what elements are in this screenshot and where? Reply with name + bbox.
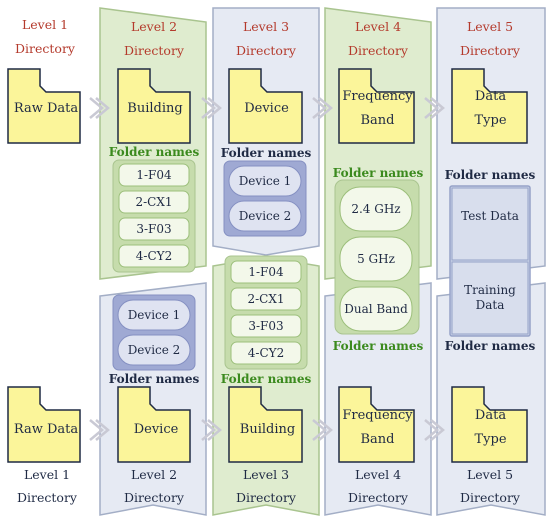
chevron-right-icon [89,97,110,119]
folder-label: Frequency [342,89,413,104]
level-title: Level 2 [130,19,178,34]
chevron-right-icon [312,97,333,119]
device-item-label: Device 1 [238,174,292,188]
level-subtitle: Directory [124,43,184,58]
folder-icon [7,68,81,144]
building-item-box [118,163,190,187]
building-item-box [118,217,190,241]
folder-icon [228,68,303,144]
level-title: Level 3 [242,467,290,482]
chevron-right-icon [424,419,445,441]
device-item-label: Device 1 [127,308,181,322]
folder-names-caption: Folder names [220,146,312,160]
chevron-right-icon [201,97,222,119]
building-item-label: 4-CY2 [247,346,285,360]
level-title: Level 1 [23,467,71,482]
level-subtitle: Directory [460,43,520,58]
building-item-box [118,190,190,214]
folder-label: Data [474,408,507,423]
building-item-label: 2-CX1 [247,292,285,306]
level-title: Level 4 [354,19,402,34]
chevron-right-icon [424,97,445,119]
level-title: Level 2 [130,467,178,482]
folder-icon [451,68,528,144]
folder-icon [338,68,415,144]
device-item-label: Device 2 [238,209,292,223]
level-subtitle: Directory [124,490,184,505]
device-item-pill [228,165,302,197]
folder-icon [7,386,81,463]
folder-names-caption: Folder names [108,145,200,159]
device-item-pill [228,200,302,232]
device-item-label: Device 2 [127,343,181,357]
building-item-label: 4-CY2 [135,249,173,263]
band-item-label: 2.4 GHz [351,202,401,216]
band-item-label: Dual Band [344,302,408,316]
folder-label: Data [474,89,507,104]
folder-names-caption: Folder names [332,339,424,353]
level-subtitle: Directory [460,490,520,505]
building-item-box [230,260,302,284]
level-subtitle: Directory [236,43,296,58]
band-item-pill [339,186,413,232]
building-item-box [230,341,302,365]
folder-label: Raw Data [13,422,79,437]
chevron-right-icon [201,419,222,441]
type-item-label: Test Data [461,209,519,223]
folder-names-caption: Folder names [108,372,200,386]
building-item-label: 3-F03 [136,222,172,236]
folder-label: Band [360,432,395,447]
type-item-box [451,187,529,261]
building-item-box [118,244,190,268]
folder-label: Building [239,422,296,437]
folder-names-caption: Folder names [220,372,312,386]
building-item-label: 2-CX1 [135,195,173,209]
device-item-pill [117,299,191,331]
building-item-box [230,314,302,338]
level-subtitle: Directory [348,490,408,505]
folder-label: Building [127,101,183,116]
level-title: Level 1 [21,17,69,32]
chevron-right-icon [312,419,333,441]
level-title: Level 3 [242,19,290,34]
folder-icon [117,68,191,144]
band-item-pill [339,236,413,282]
band-item-label: 5 GHz [357,252,395,266]
folder-icon [117,386,191,463]
folder-icon [451,386,528,463]
folder-label: Device [244,101,289,116]
folder-names-caption: Folder names [332,166,424,180]
folder-label: Type [474,113,507,128]
building-item-label: 1-F04 [248,265,284,279]
type-item-label: Training Data [464,283,516,312]
folder-label: Type [474,432,507,447]
folder-label: Band [360,113,395,128]
device-item-pill [117,334,191,366]
folder-label: Device [133,422,179,437]
type-item-box [451,261,529,335]
folder-icon [228,386,303,463]
building-item-label: 3-F03 [248,319,284,333]
level-subtitle: Directory [348,43,408,58]
band-item-pill [339,286,413,332]
folder-label: Frequency [342,408,413,423]
building-item-box [230,287,302,311]
chevron-right-icon [89,419,110,441]
level-subtitle: Directory [17,490,77,505]
folder-icon [338,386,415,463]
building-group-panel [112,159,196,273]
folder-names-caption: Folder names [444,339,536,353]
level-subtitle: Directory [15,41,75,56]
level-title: Level 4 [354,467,402,482]
building-group-panel [224,255,308,370]
level-title: Level 5 [466,467,514,482]
folder-names-caption: Folder names [444,168,536,182]
level-subtitle: Directory [236,490,296,505]
level-title: Level 5 [466,19,514,34]
folder-label: Raw Data [13,101,79,116]
building-item-label: 1-F04 [136,168,172,182]
